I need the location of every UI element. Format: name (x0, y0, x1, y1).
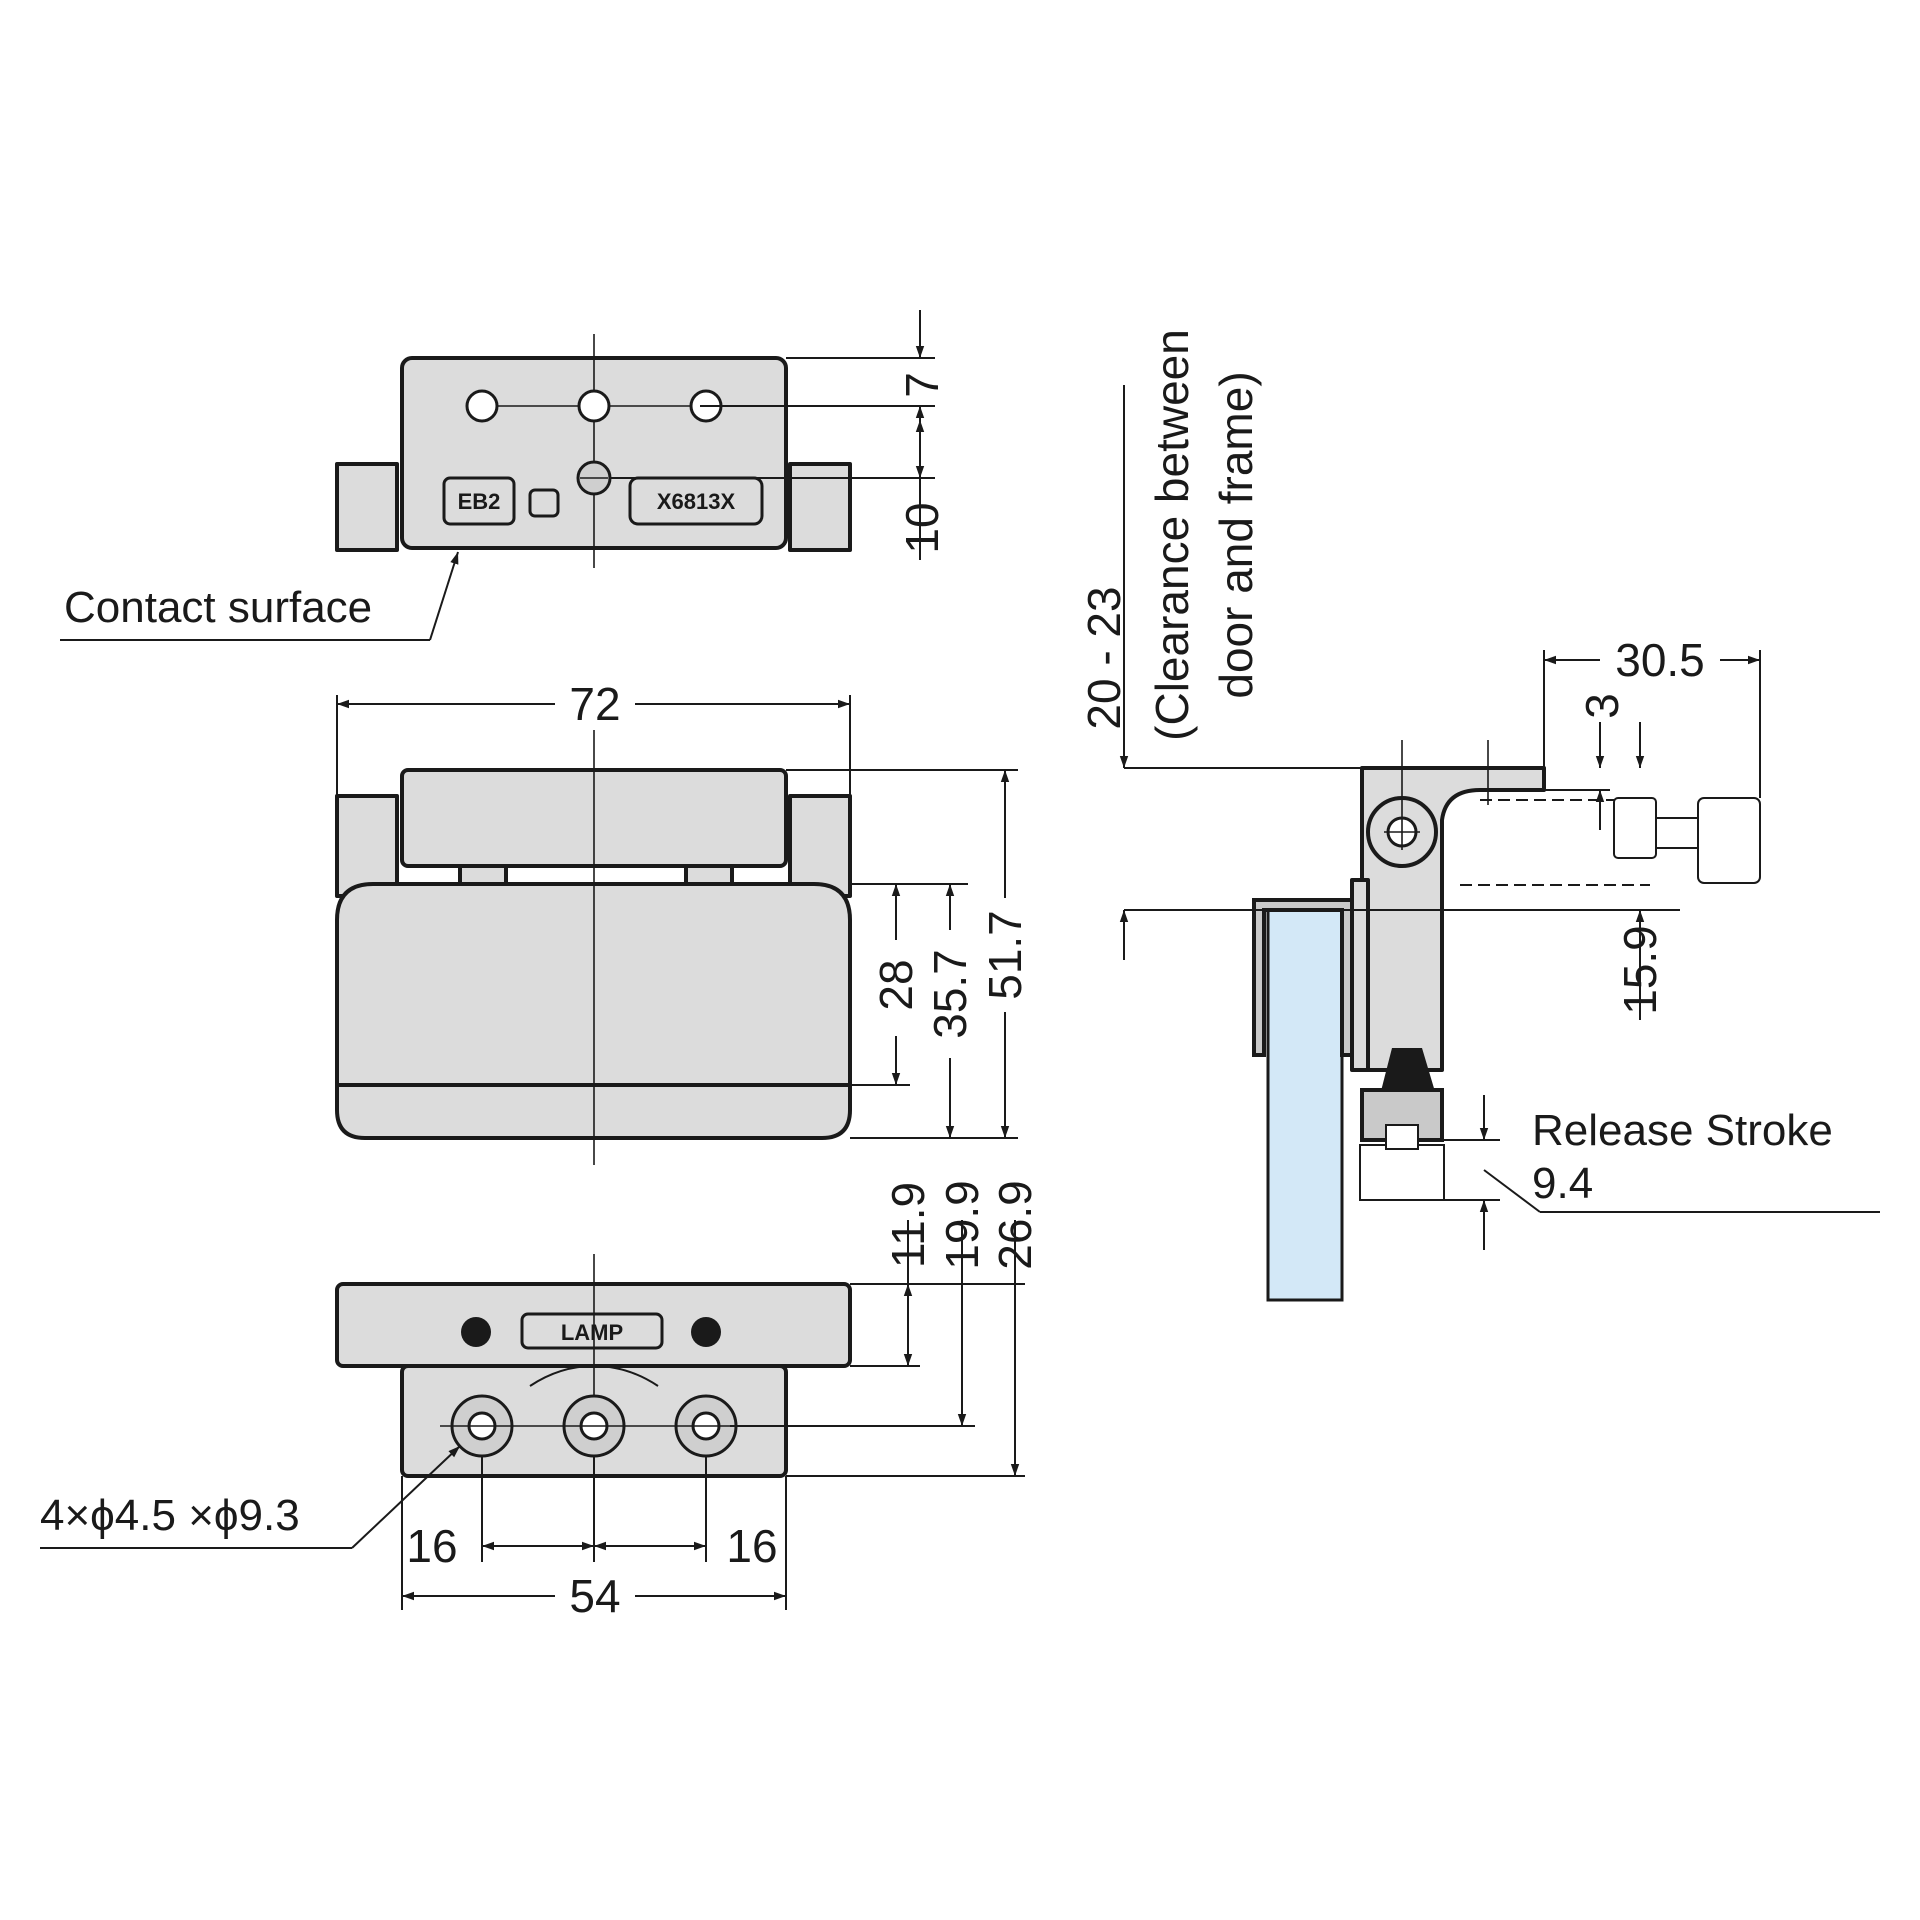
bottom-view: LAMP 4×ϕ4.5 ×ϕ9.3 11.9 19.9 26.9 16 (40, 1180, 1041, 1622)
top-view: EB2 X6813X 7 10 Contact surface (60, 310, 948, 641)
release-ghost-stem (1385, 1124, 1419, 1150)
bottom-view-brand-plate (520, 1312, 664, 1350)
contact-surface-label: Contact surface (64, 583, 372, 632)
brand-text: LAMP (561, 1320, 623, 1345)
striker-neck (1655, 817, 1701, 849)
contact-leader-arrow (429, 551, 459, 641)
dim-16-left-text: 16 (406, 1520, 457, 1572)
release-ghost (1359, 1144, 1445, 1201)
release-stroke-label: Release Stroke (1532, 1106, 1833, 1155)
dim-35-7-text: 35.7 (924, 949, 976, 1039)
striker-knob (1697, 797, 1761, 884)
clearance-line1: (Clearance between (1146, 329, 1198, 741)
striker-block (1613, 797, 1657, 859)
dim-16-right-text: 16 (726, 1520, 777, 1572)
top-view-right-flange (788, 462, 852, 552)
glass-door (1266, 900, 1344, 1302)
front-view-hinge-tab-right (684, 864, 734, 886)
dim-clearance-text: 20 - 23 (1078, 586, 1130, 729)
dim-51-7-text: 51.7 (979, 910, 1031, 1000)
code-left-text: EB2 (458, 489, 501, 514)
hinge-plate (1350, 878, 1370, 1072)
top-view-small-window (528, 488, 560, 518)
dim-3-text: 3 (1576, 693, 1628, 719)
front-view-right-flange (788, 794, 852, 898)
dim-26-9-text: 26.9 (989, 1180, 1041, 1270)
bottom-view-relief (529, 1364, 659, 1387)
dim-28-text: 28 (870, 959, 922, 1010)
front-view-hinge-tab-left (458, 864, 508, 886)
release-stroke-value: 9.4 (1532, 1159, 1593, 1208)
bottom-view-screw-right (691, 1317, 721, 1347)
top-view-hole-left (465, 389, 499, 423)
dim-19-9-text: 19.9 (936, 1180, 988, 1270)
dim-11-9-text: 11.9 (882, 1182, 934, 1268)
top-view-hole-center (577, 389, 611, 423)
bottom-view-screw-left (461, 1317, 491, 1347)
code-right-text: X6813X (657, 489, 736, 514)
dim-54-text: 54 (569, 1570, 620, 1622)
clearance-line2: door and frame) (1210, 371, 1262, 698)
dim-7-text: 7 (896, 372, 948, 398)
hole-spec-label: 4×ϕ4.5 ×ϕ9.3 (40, 1491, 300, 1540)
stroke-leader-diag (1483, 1169, 1541, 1213)
dim-15-9-text: 15.9 (1614, 925, 1666, 1015)
release-button (1380, 1048, 1436, 1095)
dim-72-text: 72 (569, 678, 620, 730)
dim-10-text: 10 (896, 502, 948, 553)
hole-spec-leader-arrow (351, 1445, 461, 1549)
top-view-left-flange (335, 462, 399, 552)
front-view-left-flange (335, 794, 399, 898)
dim-30-5-text: 30.5 (1615, 634, 1705, 686)
top-view-code-plate (442, 476, 516, 526)
front-view: 72 28 35.7 51.7 (335, 678, 1031, 1165)
side-view: 20 - 23 (Clearance between door and fram… (1078, 329, 1880, 1302)
door-channel (1252, 898, 1354, 1057)
